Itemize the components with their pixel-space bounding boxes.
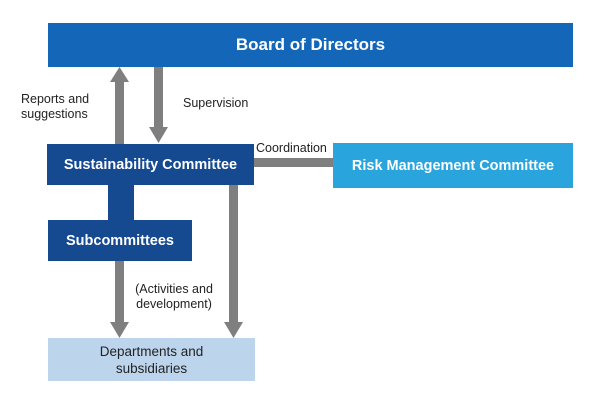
- board-of-directors-box: Board of Directors: [48, 23, 573, 67]
- reports-arrow: [110, 67, 129, 144]
- activities-arrow: [110, 261, 129, 338]
- board-of-directors-label: Board of Directors: [235, 35, 386, 54]
- coordination-line: [254, 158, 333, 167]
- sustainability-departments-arrow: [224, 185, 243, 338]
- sustainability-committee-label: Sustainability Committee: [63, 156, 238, 173]
- coordination-label: Coordination: [256, 141, 327, 155]
- departments-subsidiaries-box: Departments and subsidiaries: [48, 338, 255, 381]
- supervision-arrow: [149, 67, 168, 143]
- supervision-label: Supervision: [183, 96, 249, 110]
- reports-suggestions-label: Reports and suggestions: [21, 92, 90, 121]
- departments-subsidiaries-label: Departments and subsidiaries: [99, 343, 204, 376]
- risk-management-committee-box: Risk Management Committee: [333, 143, 573, 188]
- subcommittees-label: Subcommittees: [66, 232, 174, 249]
- subcommittees-box: Subcommittees: [48, 220, 192, 261]
- risk-management-committee-label: Risk Management Committee: [351, 157, 555, 174]
- sustainability-subcommittees-link: [108, 185, 134, 220]
- sustainability-committee-box: Sustainability Committee: [47, 144, 254, 185]
- activities-development-label: (Activities and development): [135, 282, 213, 311]
